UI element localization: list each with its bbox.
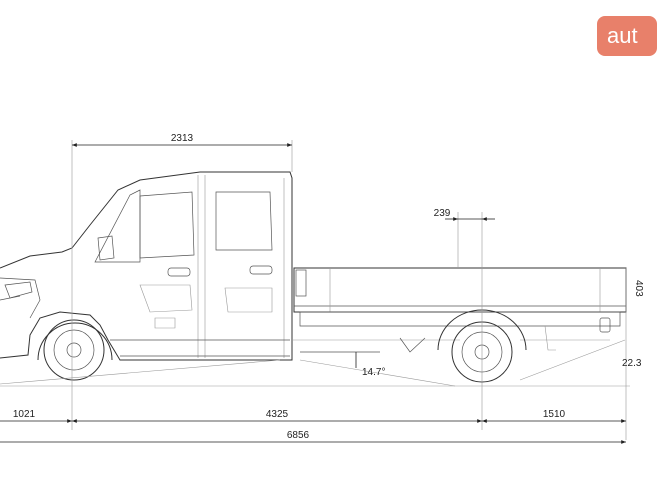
extension-lines — [71, 140, 627, 440]
dim-rear-overhang: 1510 — [543, 409, 566, 420]
dim-ground-clearance: 22.3 — [622, 358, 642, 369]
front-wheel — [37, 319, 113, 381]
dim-axle-offset: 239 — [434, 208, 451, 219]
brand-logo[interactable]: aut — [597, 16, 657, 56]
dim-departure-angle: 14.7° — [362, 367, 385, 378]
vehicle-side-drawing: 2313 239 1021 4325 1510 6856 403 22.3 14… — [0, 133, 644, 444]
dim-wheelbase: 4325 — [266, 409, 289, 420]
departure-line — [519, 339, 626, 381]
dim-front-overhang: 1021 — [13, 409, 36, 420]
vehicle-outline — [0, 171, 293, 361]
ramp-line — [299, 359, 456, 387]
dim-total-length: 6856 — [287, 430, 310, 441]
dim-cab-length: 2313 — [171, 133, 194, 144]
approach-line — [0, 359, 281, 385]
dim-side-height: 403 — [633, 280, 644, 297]
flatbed-platform — [292, 267, 627, 353]
